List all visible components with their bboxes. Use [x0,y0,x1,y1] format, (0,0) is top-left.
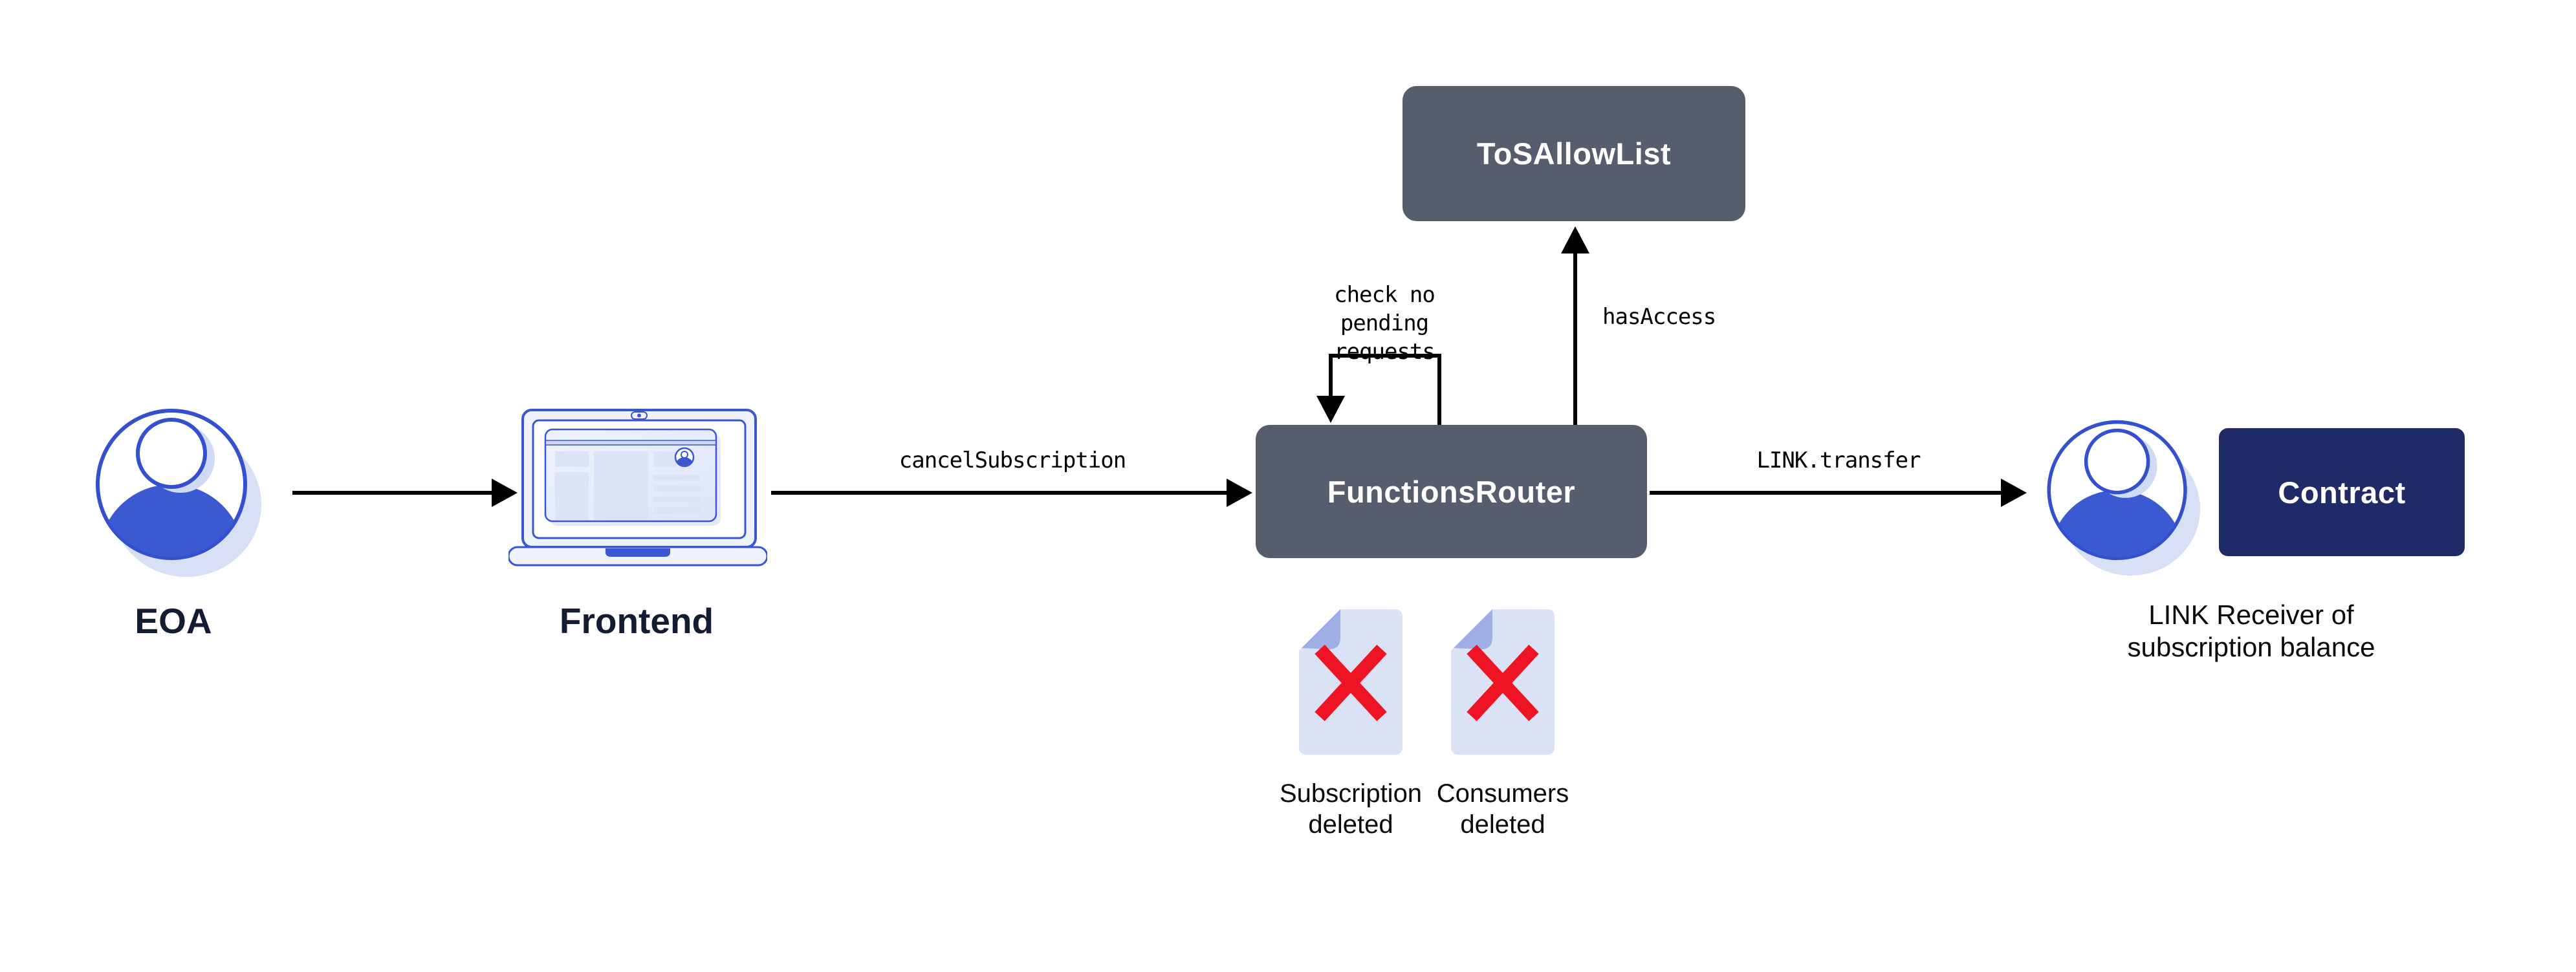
edge-label-cancel-subscription: cancelSubscription [899,448,1126,473]
contract-label: Contract [2278,475,2406,510]
subscription-deleted-label: Subscription deleted [1279,779,1423,839]
tos-allow-list-label: ToSAllowList [1476,136,1672,171]
arrowhead-right-icon [2001,479,2027,507]
content-block [653,451,677,467]
document-fold [1454,609,1492,649]
edge-label-has-access: hasAccess [1602,304,1716,330]
content-line [653,486,700,491]
edge-label-check-no-pending-requests: check no pending requests [1334,282,1435,365]
frontend-label: Frontend [559,601,714,641]
document-with-red-x-icon [1299,609,1403,755]
arrowhead-up-icon [1561,226,1589,254]
avatar-head [136,418,207,489]
content-line [653,497,700,502]
avatar-body [2050,490,2185,557]
arrowhead-right-icon [1227,479,1252,507]
content-block [555,451,589,467]
document-with-red-x-icon [1451,609,1555,755]
edge-router-self-loop-line [1329,354,1441,425]
node-functions-router: FunctionsRouter [1256,425,1647,558]
red-x-icon [1467,644,1539,722]
person-avatar-icon [2047,420,2201,576]
functions-router-label: FunctionsRouter [1327,474,1576,509]
eoa-label: EOA [135,601,212,641]
content-line [653,475,700,481]
link-receiver-caption: LINK Receiver of subscription balance [2127,599,2375,663]
node-tos-allow-list: ToSAllowList [1403,86,1745,221]
browser-toolbar [546,440,715,445]
red-x-icon [1315,644,1387,722]
avatar-head [2084,428,2150,495]
arrowhead-right-icon [492,479,518,507]
consumers-deleted-label: Consumers deleted [1436,779,1569,839]
edge-label-link-transfer: LINK.transfer [1756,448,1921,473]
laptop-browser-icon [508,409,767,567]
document-fold [1302,609,1340,649]
content-line [653,508,700,513]
laptop-notch [606,548,670,557]
node-contract: Contract [2219,428,2465,556]
person-avatar-icon [96,409,261,577]
arrowhead-down-icon [1316,396,1345,423]
content-block [555,472,589,520]
content-block [594,451,648,520]
avatar-body [99,484,244,557]
